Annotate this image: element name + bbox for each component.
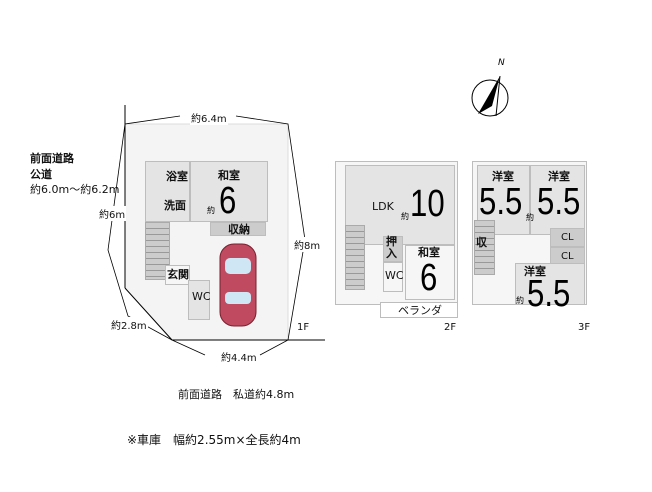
yaku-label: 約 (207, 206, 215, 215)
north-arrow-icon (471, 75, 509, 117)
floor-label-2f: 2F (444, 322, 457, 333)
room-c-label: 洋室 (524, 265, 546, 278)
closet-label: 押入 (386, 235, 397, 260)
car-icon (219, 243, 257, 327)
stairs-2f (345, 225, 365, 290)
closet-cl1 (550, 228, 585, 247)
cl2-label: CL (561, 251, 574, 262)
washitsu-1f-size: 6 (219, 180, 237, 222)
ldk-label: LDK (372, 200, 394, 213)
wc-2f-label: WC (385, 269, 404, 282)
room-washroom: 洗面 (164, 199, 186, 212)
veranda-label: ベランダ (398, 304, 442, 317)
room-bath: 浴室 (166, 170, 188, 183)
room-a-label: 洋室 (492, 170, 514, 183)
floor-label-3f: 3F (578, 322, 591, 333)
garage-note: ※車庫 幅約2.55m×全長約4m (127, 433, 301, 447)
room-bath-wash (145, 161, 190, 222)
dim-corner: 約2.8m (110, 317, 148, 332)
room-yoshitsu-b (530, 165, 585, 235)
washitsu-1f-label: 和室 (218, 169, 240, 182)
room-a-size: 5.5 (479, 181, 523, 223)
dim-left: 約6m (98, 206, 127, 221)
corner-cut (124, 287, 173, 341)
wc-1f-label: WC (192, 290, 211, 303)
room-entrance (165, 265, 190, 285)
stairs-3f (474, 220, 495, 275)
washitsu-2f-size: 6 (420, 257, 438, 299)
yaku-label: 約 (526, 213, 534, 222)
dim-top: 約6.4m (190, 110, 228, 125)
road-type-label: 公道 (30, 168, 52, 181)
room-storage-1f (210, 222, 266, 236)
ldk-size: 10 (410, 183, 445, 225)
rear-road-note: 前面道路 私道約4.8m (178, 388, 295, 401)
room-b-label: 洋室 (548, 170, 570, 183)
room-closet (383, 236, 403, 262)
dim-right: 約8m (293, 237, 322, 252)
storage-3f-label: 収 (476, 236, 487, 249)
compass-label: N (498, 58, 505, 68)
road-front-label: 前面道路 (30, 152, 74, 165)
road-width-label: 約6.0m～約6.2m (30, 183, 120, 196)
room-c-size: 5.5 (527, 273, 571, 315)
storage-1f-label: 収納 (228, 223, 250, 236)
room-washitsu-2f (405, 245, 455, 300)
room-wc-1f (188, 280, 210, 320)
yaku-label: 約 (401, 212, 409, 221)
cl1-label: CL (561, 232, 574, 243)
dim-bottom: 約4.4m (220, 349, 258, 364)
room-wc-2f (383, 262, 403, 292)
room-b-size: 5.5 (537, 181, 581, 223)
floor-label-1f: 1F (297, 322, 310, 333)
entrance-label: 玄関 (167, 268, 189, 281)
room-washitsu-1f (190, 161, 268, 222)
yaku-label: 約 (516, 296, 524, 305)
washitsu-2f-label: 和室 (418, 246, 440, 259)
room-yoshitsu-c (515, 263, 585, 305)
veranda (380, 302, 458, 318)
